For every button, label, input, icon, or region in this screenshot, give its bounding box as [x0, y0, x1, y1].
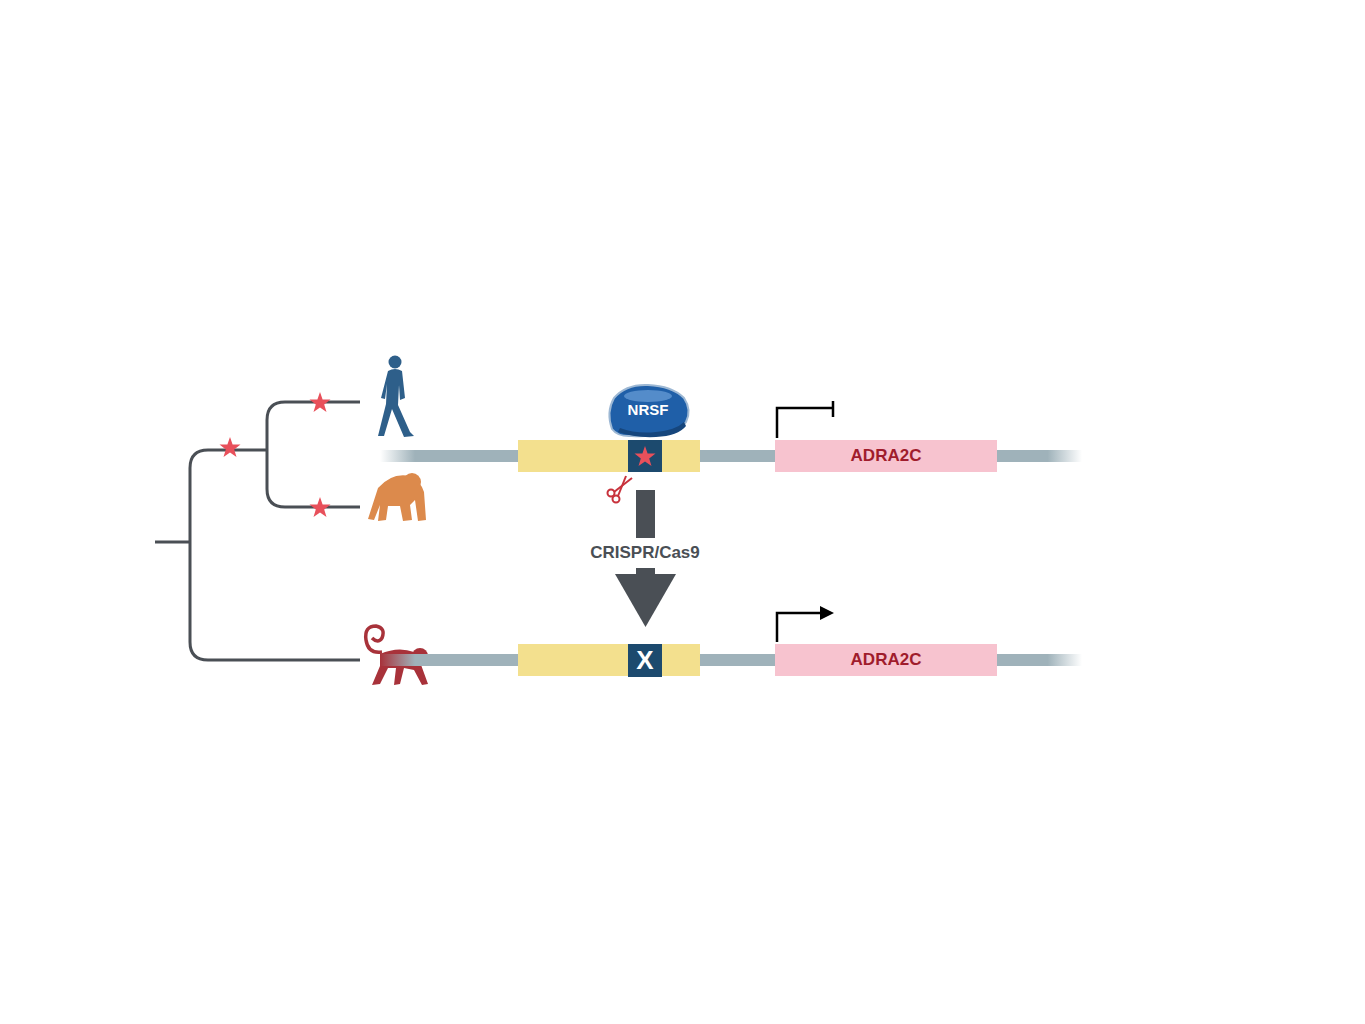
- gene-box: ADRA2C: [775, 644, 997, 676]
- phylo-tree: [155, 402, 360, 660]
- node-text: X: [636, 645, 653, 676]
- dna-bottom: [380, 644, 1082, 676]
- ape-icon: [368, 473, 426, 521]
- dna-top: [380, 440, 1082, 472]
- gene-box: ADRA2C: [775, 440, 997, 472]
- node-text: ADRA2C: [851, 650, 922, 670]
- active-promoter: [777, 606, 834, 642]
- node-text: NRSF: [628, 401, 669, 418]
- repressed-promoter: [777, 401, 833, 438]
- node-text: ADRA2C: [851, 446, 922, 466]
- mutation-stars: [220, 392, 331, 517]
- method-label: CRISPR/Cas9: [588, 543, 702, 563]
- deletion-box: X: [628, 644, 662, 677]
- human-icon: [378, 356, 414, 438]
- scissors-icon: [608, 476, 633, 503]
- protein-blob: NRSF: [606, 382, 690, 437]
